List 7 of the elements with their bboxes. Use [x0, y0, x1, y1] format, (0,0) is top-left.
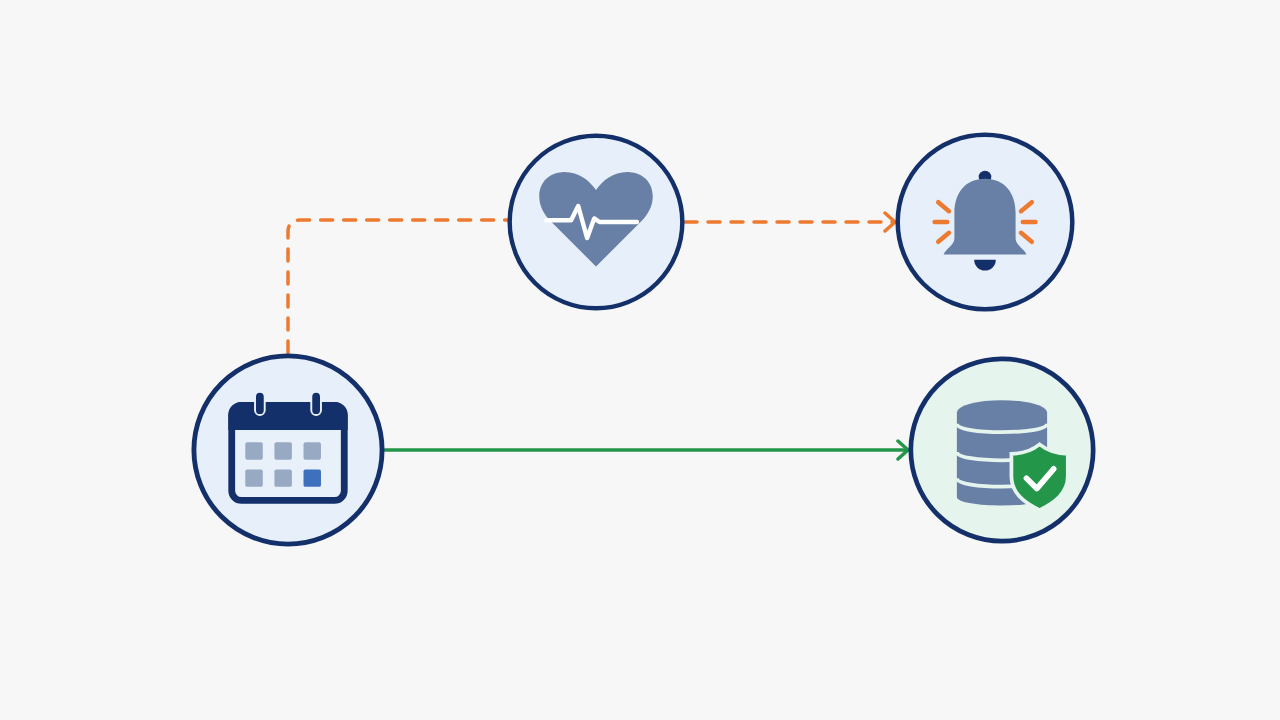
- dashed-arrow: [683, 211, 897, 233]
- dashed-connector-line: [286, 218, 509, 355]
- ringing-bell-icon: [895, 132, 1075, 312]
- database-shield-icon: [908, 356, 1096, 544]
- heart-pulse-icon: [507, 133, 685, 311]
- calendar-icon: [191, 353, 385, 547]
- arrow: [383, 439, 910, 461]
